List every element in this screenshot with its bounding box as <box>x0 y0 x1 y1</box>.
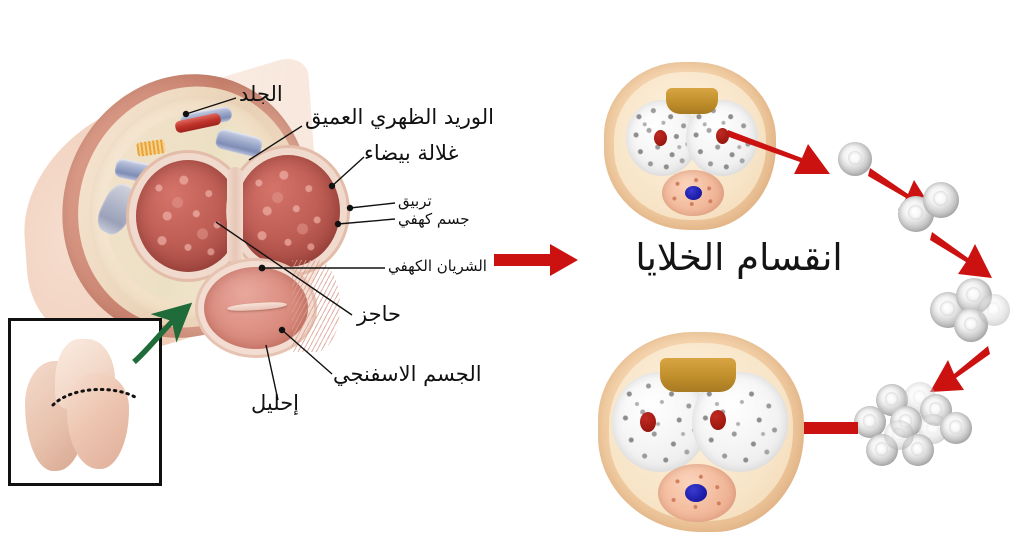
arrow-inset-to-section <box>132 302 193 365</box>
label-trabecula: تربيق <box>398 192 432 210</box>
cell-stage4-i <box>902 434 934 466</box>
corpus-spongiosum <box>204 267 308 349</box>
dorsal-vein-notch-erect <box>660 358 736 392</box>
label-urethra: إحليل <box>251 391 300 415</box>
label-cavernous-artery: الشريان الكهفي <box>388 257 487 275</box>
arrow-section-to-cells <box>726 130 830 174</box>
arrow-process-start <box>494 244 578 276</box>
cell-stage4-h <box>866 434 898 466</box>
urethra-small <box>685 186 702 200</box>
glans-shape <box>67 373 129 469</box>
cell-stage4-d <box>854 406 886 438</box>
external-anatomy-inset <box>8 318 162 486</box>
cavernous-artery-left-small <box>654 130 667 146</box>
label-septum: حاجز <box>357 302 401 326</box>
dorsal-vein-notch <box>666 88 718 114</box>
label-tunica-albuginea: غلالة بيضاء <box>364 141 459 165</box>
cut-line-dashed <box>51 387 137 407</box>
page-title: انقسام الخلايا <box>635 236 843 279</box>
main-cross-section-illustration <box>17 44 380 415</box>
leader-lines-left <box>182 97 396 401</box>
cell-stage4-g <box>940 412 972 444</box>
periurethral-tissue <box>292 260 340 352</box>
cell-stage4-j <box>884 420 914 450</box>
arrow-stage2-to-stage3 <box>930 232 992 278</box>
cell-stage3-c <box>954 308 988 342</box>
arrow-stage3-to-stage4 <box>930 346 990 392</box>
cell-stage2-a <box>898 196 934 232</box>
cell-stage4-e <box>890 406 922 438</box>
label-corpus-spongiosum: الجسم الاسفنجي <box>333 362 482 386</box>
label-deep-dorsal-vein: الوريد الظهري العميق <box>305 105 494 129</box>
corpus-spongiosum-small <box>662 170 724 216</box>
cavernous-artery-right-small <box>716 128 729 144</box>
septum-band <box>227 167 243 263</box>
cell-stage2-b <box>923 182 959 218</box>
cell-stage3-d <box>978 294 1010 326</box>
urethra-large <box>685 484 707 502</box>
corpus-cavernosum-left <box>136 160 240 272</box>
erect-cross-section <box>598 332 804 532</box>
cell-stage1-a <box>838 142 872 176</box>
label-skin: الجلد <box>239 82 283 106</box>
label-corpus-cavernosum: جسم كهفي <box>398 210 470 228</box>
cavernous-artery-right-large <box>710 410 726 430</box>
cavernous-artery-left-large <box>640 412 656 432</box>
